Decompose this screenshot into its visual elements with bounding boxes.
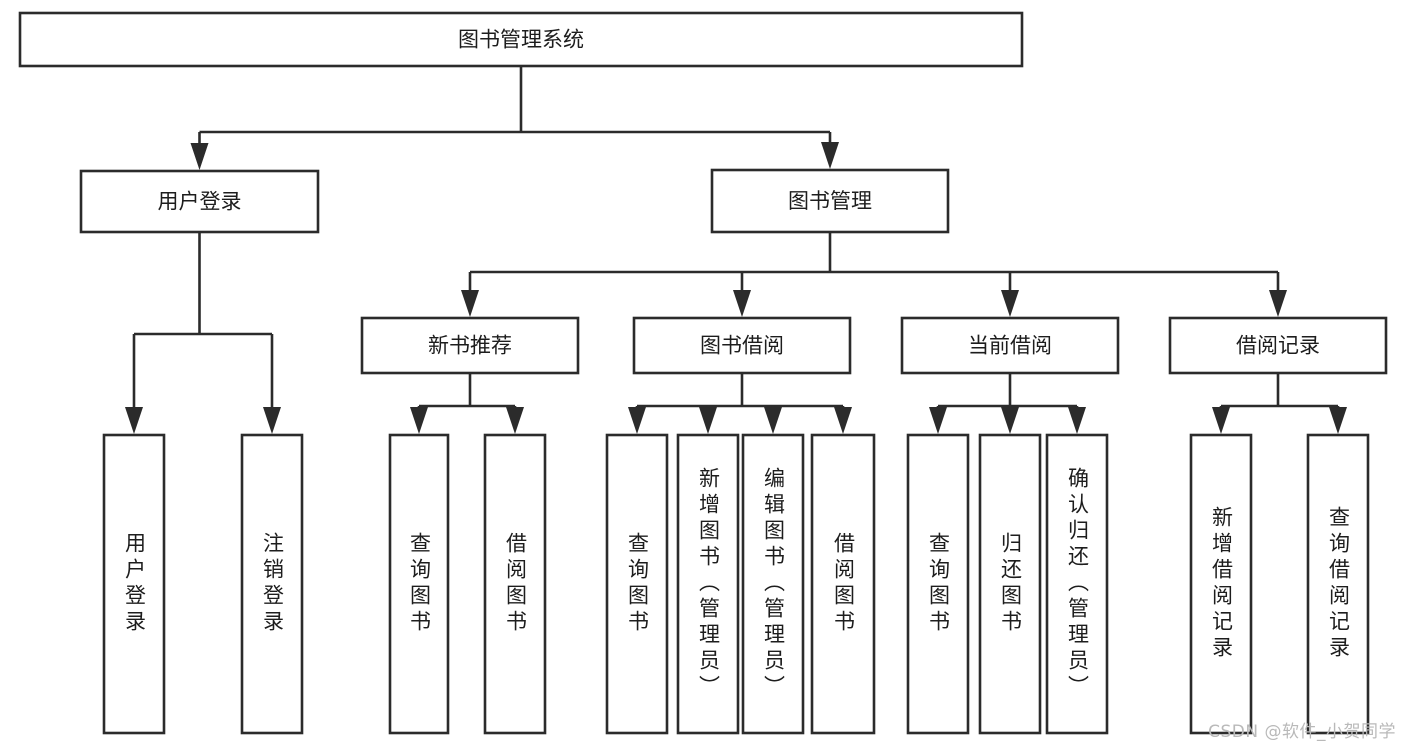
node-box-leaf-logout[interactable] bbox=[240, 433, 304, 735]
node-box-leaf-query-book-3[interactable] bbox=[906, 433, 970, 735]
arrow-down-icon bbox=[929, 407, 947, 434]
node-box-leaf-borrow-book-2[interactable] bbox=[810, 433, 876, 735]
arrow-down-icon bbox=[125, 407, 143, 434]
arrow-down-icon bbox=[506, 407, 524, 434]
node-box-leaf-query-book-2[interactable] bbox=[605, 433, 669, 735]
arrow-down-icon bbox=[461, 290, 479, 317]
arrow-down-icon bbox=[834, 407, 852, 434]
node-label-book-manage: 图书管理 bbox=[788, 189, 872, 213]
node-label-borrow-record: 借阅记录 bbox=[1236, 334, 1320, 358]
arrow-down-icon bbox=[190, 143, 209, 170]
arrow-down-icon bbox=[410, 407, 428, 434]
node-box-leaf-confirm-return[interactable] bbox=[1045, 433, 1109, 735]
arrow-down-icon bbox=[1001, 290, 1019, 317]
node-box-book-borrow[interactable] bbox=[632, 316, 852, 375]
node-box-leaf-user-login[interactable] bbox=[102, 433, 166, 735]
connector-lines bbox=[125, 66, 1347, 434]
arrow-down-icon bbox=[1269, 290, 1287, 317]
arrow-down-icon bbox=[263, 407, 281, 434]
node-box-leaf-edit-book[interactable] bbox=[741, 433, 805, 735]
node-label-root: 图书管理系统 bbox=[458, 28, 584, 52]
node-box-book-manage[interactable] bbox=[710, 168, 950, 234]
arrow-down-icon bbox=[1001, 407, 1019, 434]
node-box-leaf-query-book-1[interactable] bbox=[388, 433, 450, 735]
node-box-new-book-rec[interactable] bbox=[360, 316, 580, 375]
arrow-down-icon bbox=[628, 407, 646, 434]
arrow-down-icon bbox=[1068, 407, 1086, 434]
arrow-down-icon bbox=[764, 407, 782, 434]
node-box-root[interactable] bbox=[18, 11, 1024, 68]
node-box-leaf-query-record[interactable] bbox=[1306, 433, 1370, 735]
node-label-new-book-rec: 新书推荐 bbox=[428, 334, 512, 358]
node-label-current-borrow: 当前借阅 bbox=[968, 334, 1052, 358]
arrow-down-icon bbox=[821, 142, 839, 169]
watermark-text: CSDN @软件_小贺同学 bbox=[1208, 722, 1396, 742]
arrow-down-icon bbox=[1212, 407, 1230, 434]
arrow-down-icon bbox=[733, 290, 751, 317]
node-box-borrow-record[interactable] bbox=[1168, 316, 1388, 375]
node-boxes bbox=[18, 11, 1388, 735]
node-box-leaf-add-record[interactable] bbox=[1189, 433, 1253, 735]
node-box-leaf-add-book[interactable] bbox=[676, 433, 740, 735]
arrow-down-icon bbox=[1329, 407, 1347, 434]
node-label-book-borrow: 图书借阅 bbox=[700, 334, 784, 358]
arrow-down-icon bbox=[699, 407, 717, 434]
node-box-leaf-return-book[interactable] bbox=[978, 433, 1042, 735]
node-box-leaf-borrow-book-1[interactable] bbox=[483, 433, 547, 735]
node-box-current-borrow[interactable] bbox=[900, 316, 1120, 375]
node-label-user-login: 用户登录 bbox=[158, 190, 242, 214]
node-box-user-login[interactable] bbox=[79, 169, 320, 234]
